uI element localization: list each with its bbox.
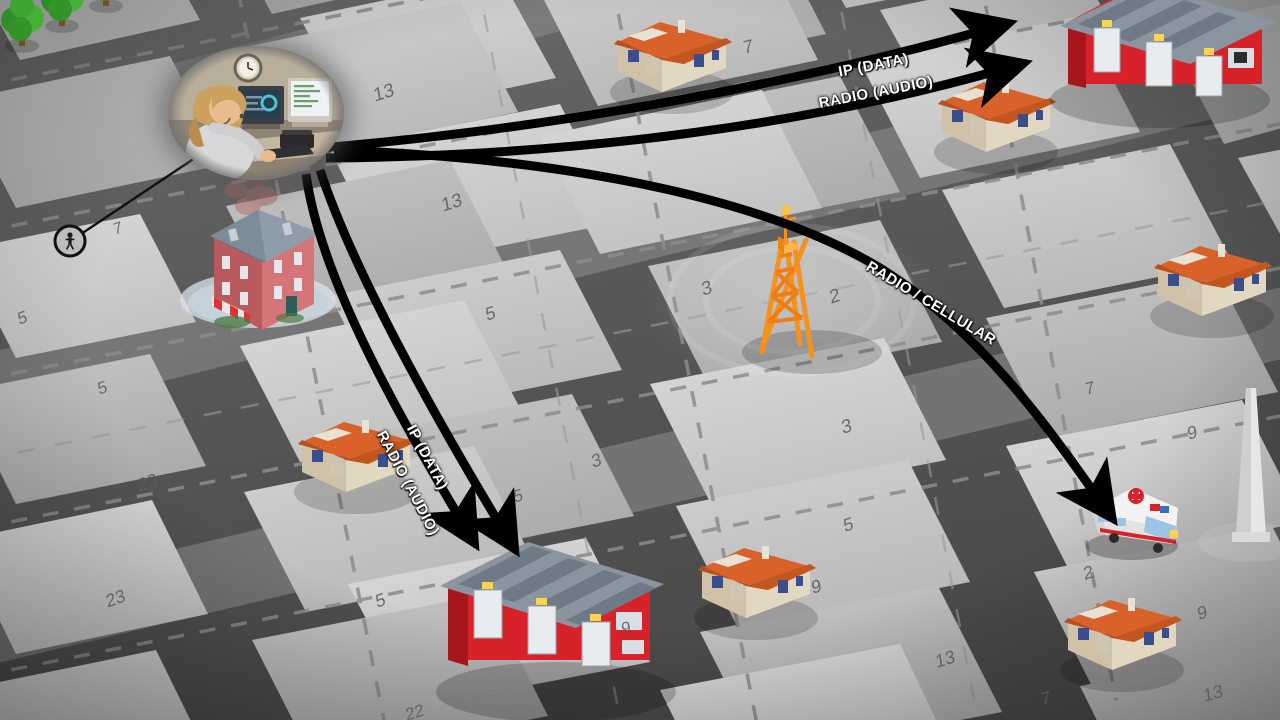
arrow-ne-ip	[319, 7, 1018, 153]
radio-tower	[742, 205, 882, 374]
arrow-radio-cellular	[333, 145, 1118, 526]
caller-link	[53, 139, 223, 258]
obelisk-monument	[1198, 388, 1280, 562]
smoke-plume	[224, 173, 278, 215]
arrow-ne-radio	[325, 47, 1033, 163]
fire-station-northeast	[1050, 0, 1276, 128]
dispatch-center	[168, 46, 344, 180]
incident-building	[180, 173, 336, 330]
arrow-sw-radio	[301, 173, 480, 552]
fire-station-southwest	[436, 542, 676, 720]
caller-icon	[65, 232, 75, 250]
arrow-sw-ip	[315, 168, 520, 558]
